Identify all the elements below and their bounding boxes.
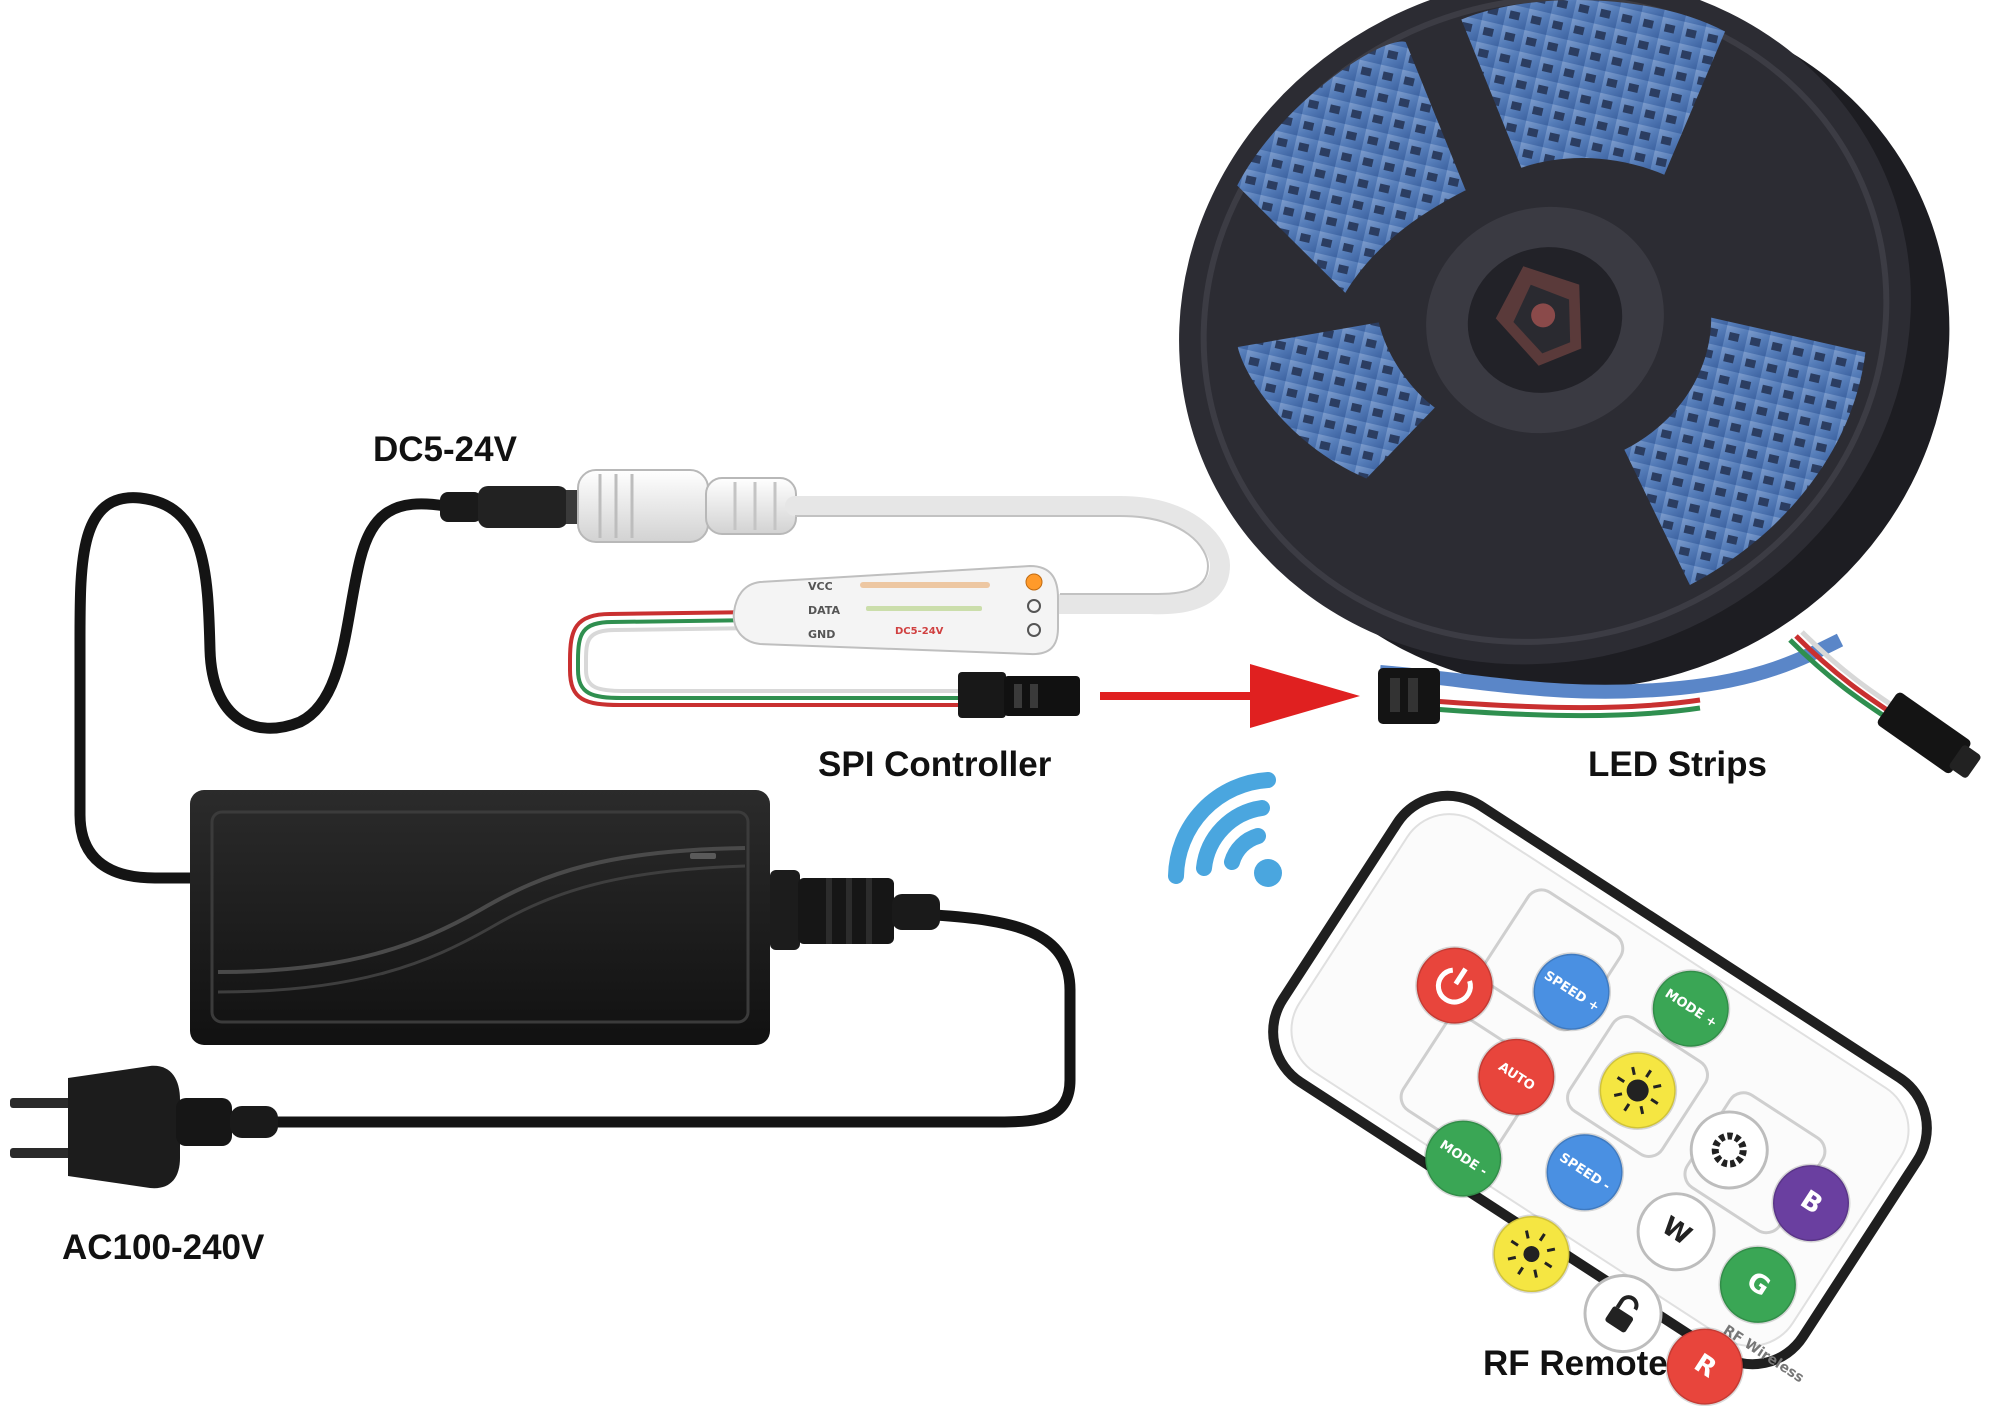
pin-label-gnd: GND — [808, 628, 835, 641]
led-strips-label: LED Strips — [1588, 745, 1767, 784]
brightness-up-icon[interactable] — [1585, 1038, 1690, 1143]
remote-button-auto[interactable]: AUTO — [1464, 1024, 1569, 1129]
led-strip-reel — [1179, 0, 1950, 690]
controller-power-cable — [785, 496, 1231, 615]
unlock-icon[interactable] — [1570, 1261, 1675, 1366]
spi-controller-body: VCC DATA GND DC5-24V — [732, 564, 1059, 656]
brightness-down-icon[interactable] — [1479, 1201, 1584, 1306]
controller-jst-connector — [958, 672, 1080, 718]
remote-button-mode-plus[interactable]: MODE + — [1638, 956, 1743, 1061]
ac-wall-plug — [10, 1065, 278, 1189]
dc-input-label: DC5-24V — [373, 430, 517, 469]
dc-female-connector — [577, 469, 797, 543]
led-strip-jst-connector — [1378, 668, 1440, 724]
pin-label-vcc: VCC — [808, 580, 833, 593]
dc-barrel-plug — [440, 486, 580, 528]
remote-button-green[interactable]: G — [1705, 1232, 1810, 1337]
remote-button-blue[interactable]: B — [1758, 1151, 1863, 1256]
ac-input-cable — [269, 909, 1076, 1128]
remote-button-speed-minus[interactable]: SPEED - — [1532, 1120, 1637, 1225]
ac-input-label: AC100-240V — [62, 1228, 265, 1267]
controller-voltage: DC5-24V — [895, 626, 944, 637]
controller-data-wires — [568, 610, 962, 707]
rf-remote-label: RF Remote — [1483, 1344, 1668, 1383]
gear-icon[interactable] — [1677, 1097, 1782, 1202]
wifi-icon — [1168, 772, 1282, 887]
dc-output-cable — [74, 492, 451, 884]
power-icon[interactable] — [1402, 933, 1507, 1038]
signal-arrow — [1100, 664, 1360, 728]
remote-button-red[interactable]: R — [1652, 1314, 1757, 1406]
led-strip-spare-connector — [1877, 692, 1981, 778]
remote-button-speed-plus[interactable]: SPEED + — [1519, 939, 1624, 1044]
remote-button-mode-minus[interactable]: MODE - — [1411, 1106, 1516, 1211]
power-adapter — [190, 790, 940, 1045]
pin-label-data: DATA — [808, 604, 840, 617]
remote-button-white[interactable]: W — [1624, 1179, 1729, 1284]
spi-controller-label: SPI Controller — [818, 745, 1052, 784]
